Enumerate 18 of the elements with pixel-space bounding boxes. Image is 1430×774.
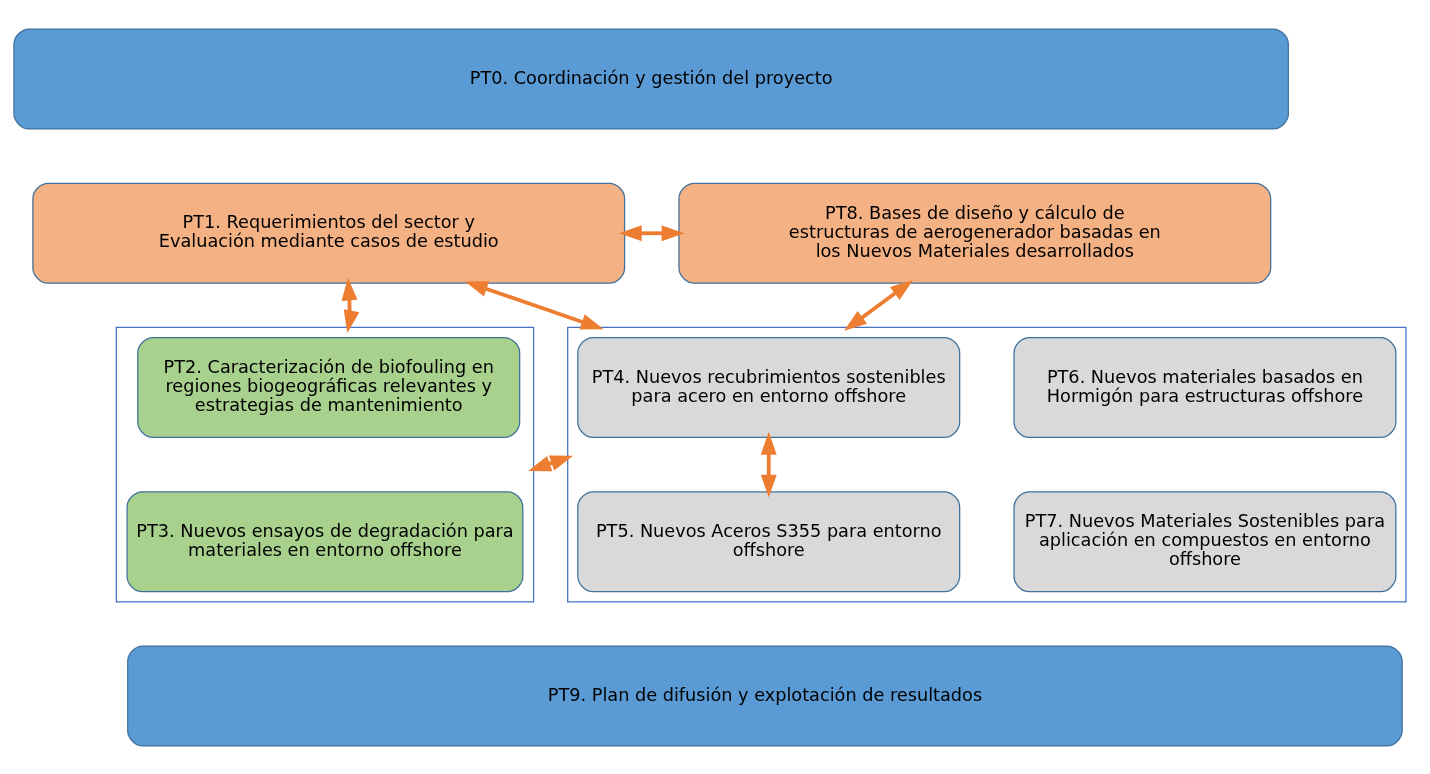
node-box: PT3. Nuevos ensayos de degradación para materiales en entorno offshore [126, 490, 524, 592]
node-box: PT6. Nuevos materiales basados en Hormigón para estructuras offshore [1013, 336, 1397, 438]
node-box: PT4. Nuevos recubrimientos sostenibles para acero en entorno offshore [577, 336, 961, 438]
arrow [618, 224, 685, 241]
arrow [528, 454, 574, 471]
node-box: PT8. Bases de diseño y cálculo de estructuras de aerogenerador basadas en los Nuevos Materiales desarrollados [678, 182, 1272, 284]
node-box: PT0. Coordinación y gestión del proyecto [13, 27, 1289, 130]
node-box: PT1. Requerimientos del sector y Evaluación mediante casos de estudio [32, 182, 626, 284]
cluster [115, 326, 535, 602]
arrow [843, 279, 914, 331]
cluster [567, 326, 1407, 602]
arrow [341, 277, 360, 333]
arrow [464, 280, 604, 329]
node-box: PT7. Nuevos Materiales Sostenibles para aplicación en compuestos en entorno offshore [1013, 490, 1397, 592]
arrow [760, 431, 777, 497]
node-box: PT2. Caracterización de biofouling en regiones biogeográficas relevantes y estrategias de mantenimiento [137, 336, 521, 438]
node-box: PT5. Nuevos Aceros S355 para entorno offshore [577, 490, 961, 592]
node-box: PT9. Plan de difusión y explotación de resultados [127, 644, 1403, 747]
